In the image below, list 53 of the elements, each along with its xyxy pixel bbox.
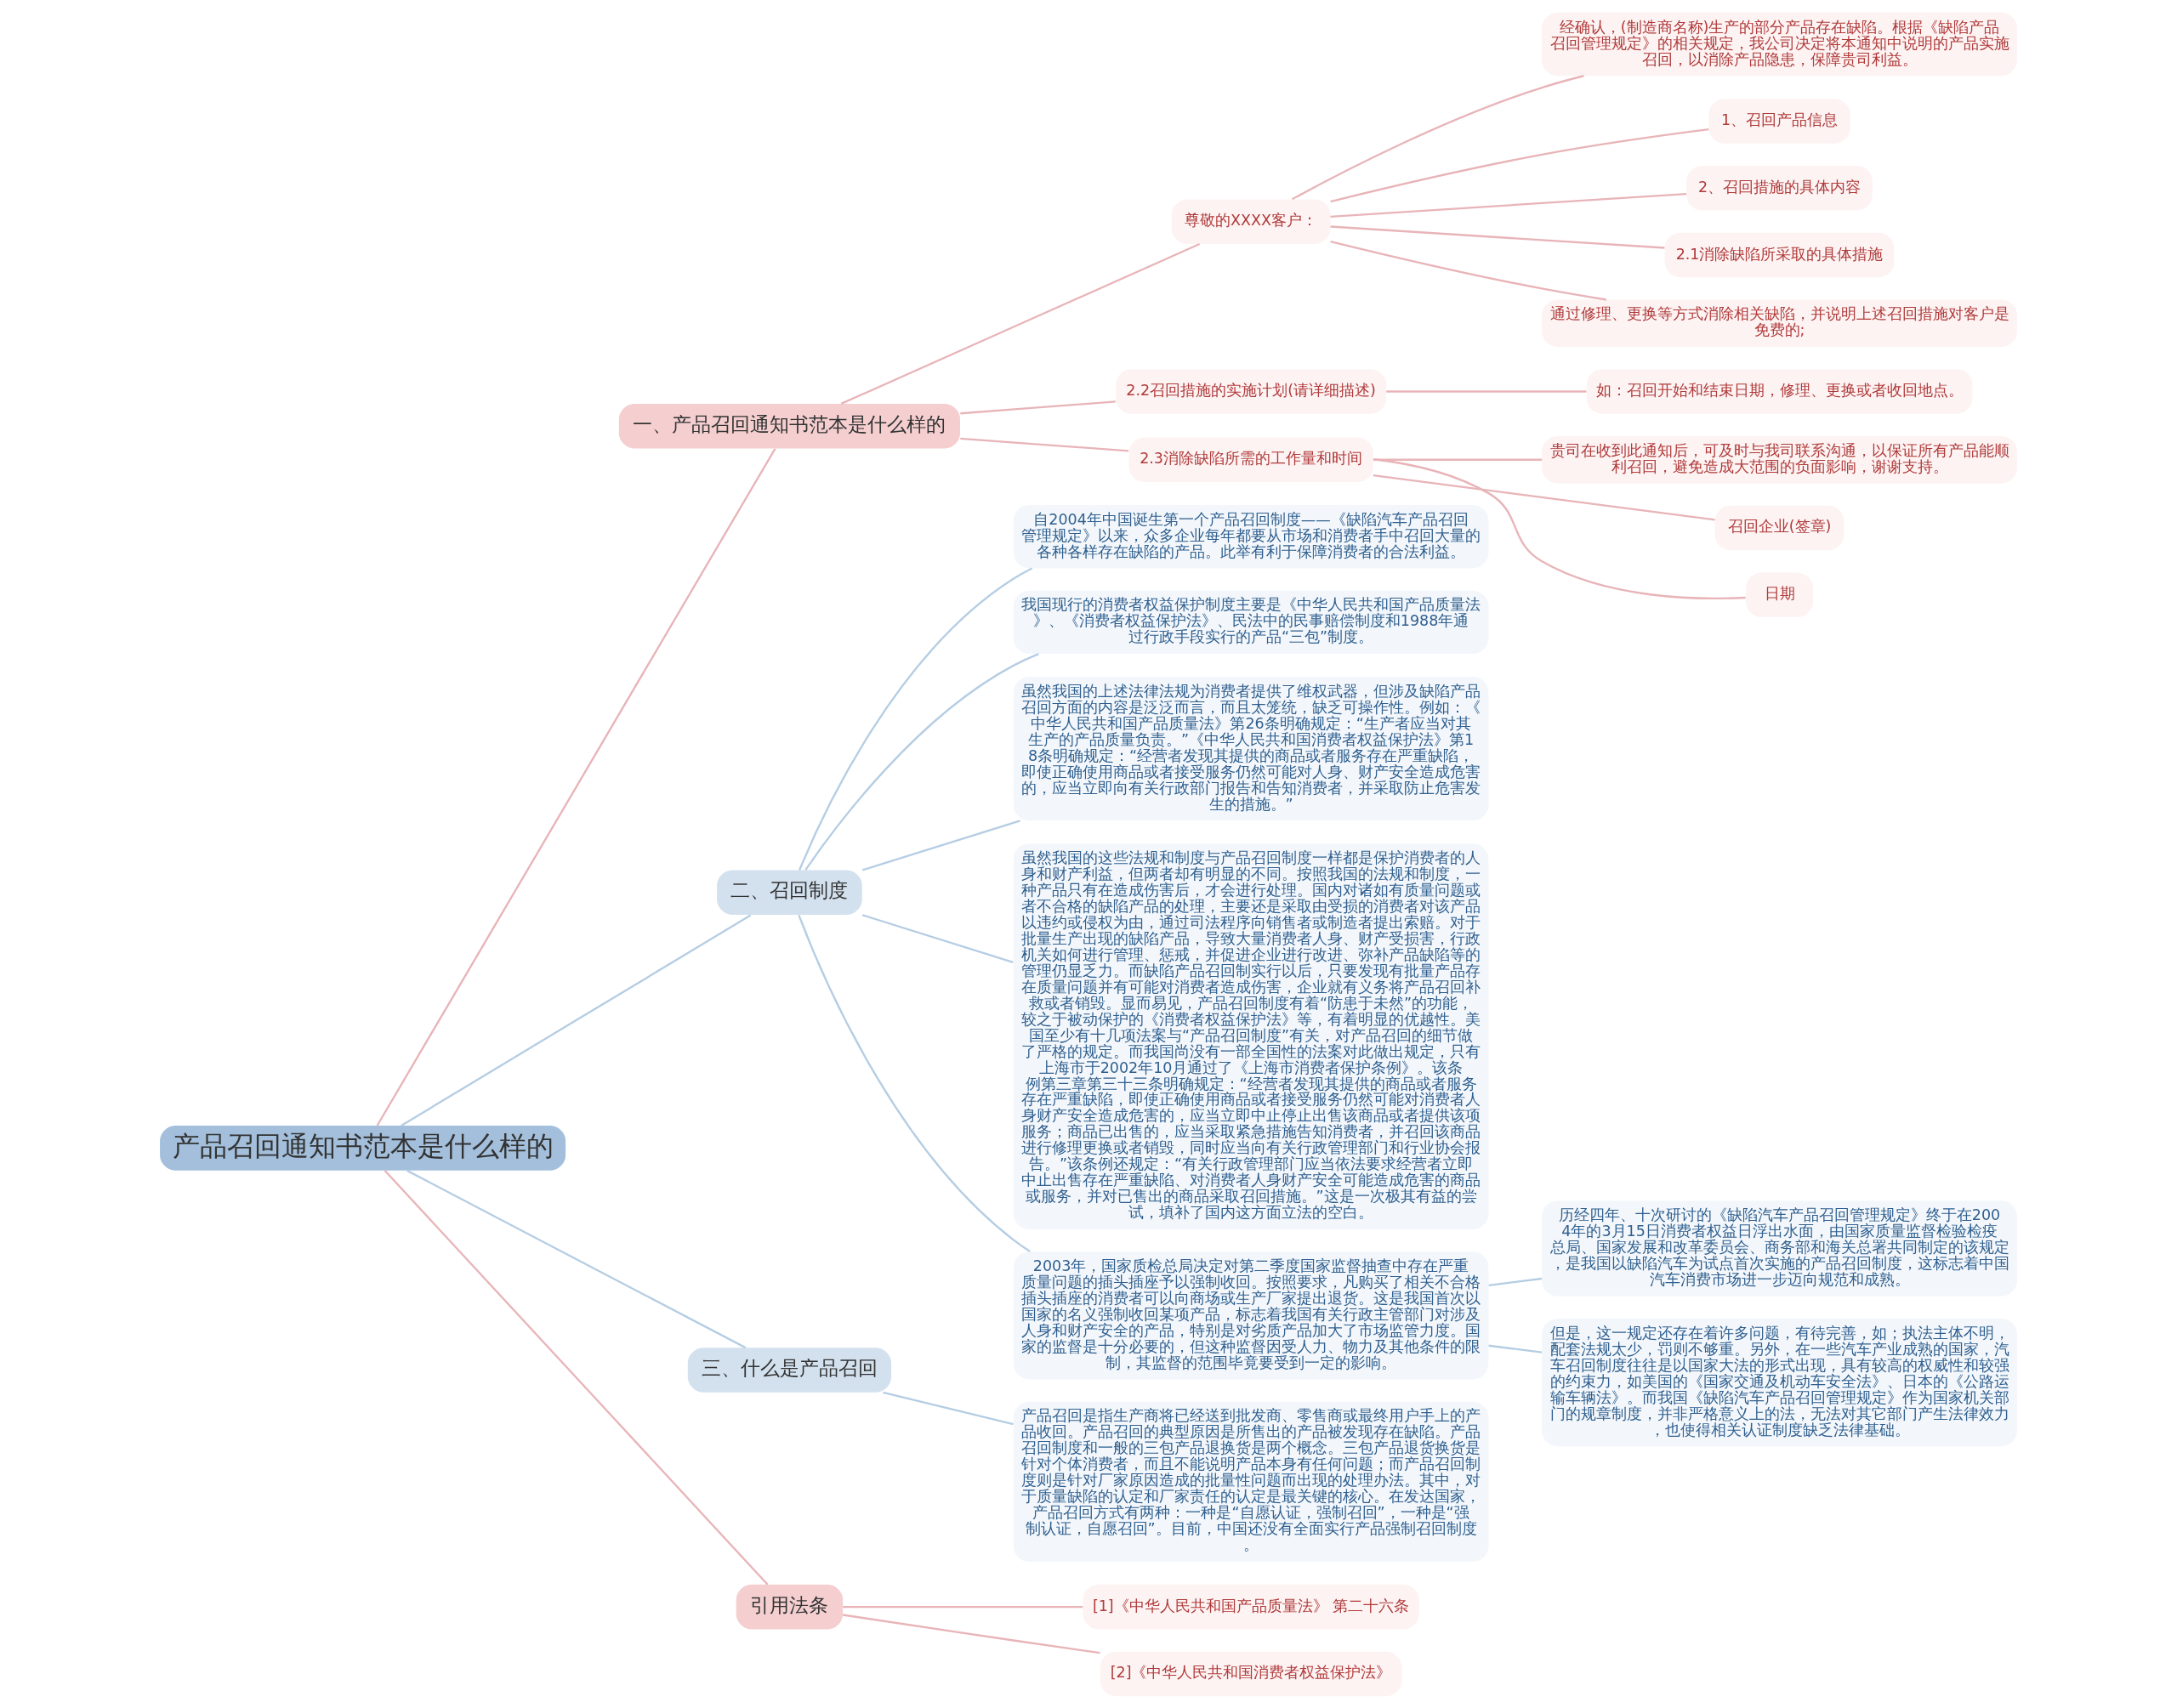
connector (1488, 1344, 1543, 1353)
node-box: 如：召回开始和结束日期，修理、更换或者收回地点。 (1586, 368, 1973, 414)
node-box: 历经四年、十次研讨的《缺陷汽车产品召回管理规定》终于在2004年的3月15日消费者权益日浮出水面，由国家质量监督检验检疫总局、国家发展和改革委员会、商务部和海关总署共同制定的该规定，是我国以缺陷汽车为试点首次实施的产品召回制度，这标志着中国汽车消费市场进一步迈向规范和成熟。 (1542, 1200, 2017, 1297)
node-box: 尊敬的XXXX客户： (1171, 198, 1331, 244)
node-box: [2]《中华人民共和国消费者权益保护法》 (1100, 1651, 1402, 1696)
connector (376, 447, 776, 1126)
node-box: 经确认，(制造商名称)生产的部分产品存在缺陷。根据《缺陷产品召回管理规定》的相关规定，我公司决定将本通知中说明的产品实施召回，以消除产品隐患，保障贵司利益。 (1542, 12, 2017, 76)
node-box: 贵司在收到此通知后，可及时与我司联系沟通，以保证所有产品能顺利召回，避免造成大范围的负面影响，谢谢支持。 (1542, 435, 2017, 483)
node-box: 引用法条 (736, 1584, 844, 1629)
connector (401, 914, 752, 1126)
node-box: 2.1消除缺陷所采取的具体措施 (1664, 232, 1895, 277)
connector (1373, 457, 1746, 599)
connector (384, 1169, 769, 1586)
node-box: 通过修理、更换等方式消除相关缺陷，并说明上述召回措施对客户是免费的; (1542, 299, 2017, 347)
connector (883, 1391, 1014, 1425)
connector (798, 914, 1031, 1252)
connector (843, 1613, 1100, 1654)
connector (1373, 474, 1715, 520)
connector (1488, 1277, 1543, 1286)
connector (1373, 458, 1543, 461)
node-box: 2003年，国家质检总局决定对第二季度国家监督抽查中存在严重质量问题的插头插座予以强制收回。按照要求，凡购买了相关不合格插头插座的消费者可以向商场或生产厂家提出退货。这是我国首次以国家的名义强制收回某项产品，标志着我国有关行政主管部门对涉及人身和财产安全的产品，特别是对劣质产品加大了市场监管力度。国家的监督是十分必要的，但这种监督因受人力、物力及其他条件的限制，其监督的范围毕竟要受到一定的影响。 (1013, 1251, 1489, 1379)
node-box: 召回企业(签章) (1714, 505, 1844, 550)
connector (1330, 128, 1709, 202)
connector (960, 400, 1116, 414)
node-box: 2、召回措施的具体内容 (1686, 165, 1873, 210)
connector (843, 1605, 1083, 1608)
connector (406, 1169, 747, 1348)
node-box: 2.2召回措施的实施计划(请详细描述) (1116, 368, 1387, 414)
connector (1330, 240, 1607, 301)
node-box: 产品召回是指生产商将已经送到批发商、零售商或最终用户手上的产品收回。产品召回的典型原因是所售出的产品被发现存在缺陷。产品召回制度和一般的三包产品退换货是两个概念。三包产品退货换货是针对个体消费者，而且不能说明产品本身有任何问题；而产品召回制度则是针对厂家原因造成的批量性问题而出现的处理办法。其中，对于质量缺陷的认定和厂家责任的认定是最关键的核心。在发达国家，产品召回方式有两种：一种是“自愿认证，强制召回”，一种是“强制认证，自愿召回”。目前，中国还没有全面实行产品强制召回制度。 (1013, 1401, 1489, 1562)
connector (861, 913, 1014, 963)
node-box: 虽然我国的上述法律法规为消费者提供了维权武器，但涉及缺陷产品召回方面的内容是泛泛而言，而且太笼统，缺乏可操作性。例如：《中华人民共和国产品质量法》第26条明确规定：“生产者应当对其生产的产品质量负责。”《中华人民共和国消费者权益保护法》第18条明确规定：“经营者发现其提供的商品或者服务存在严重缺陷，即使正确使用商品或者接受服务仍然可能对人身、财产安全造成危害的，应当立即向有关行政部门报告和告知消费者，并采取防止危害发生的措施。” (1013, 676, 1489, 820)
connector (1386, 389, 1587, 393)
node-box: 但是，这一规定还存在着许多问题，有待完善，如；执法主体不明，配套法规太少，罚则不够重。另外，在一些汽车产业成熟的国家，汽车召回制度往往是以国家大法的形式出现，具有较高的权威性和较强的约束力，如美国的《国家交通及机动车安全法》、日本的《公路运输车辆法》。而我国《缺陷汽车产品召回管理规定》作为国家机关部门的规章制度，并非严格意义上的法，无法对其它部门产生法律效力，也使得相关认证制度缺乏法律基础。 (1542, 1318, 2017, 1446)
connector (1330, 192, 1687, 218)
node-box: [1]《中华人民共和国产品质量法》 第二十六条 (1083, 1584, 1419, 1629)
node-box: 2.3消除缺陷所需的工作量和时间 (1128, 437, 1373, 482)
connector (1292, 74, 1584, 200)
connector (1330, 224, 1665, 249)
node-box: 日期 (1746, 572, 1813, 617)
node-box: 我国现行的消费者权益保护制度主要是《中华人民共和国产品质量法》、《消费者权益保护法》、民法中的民事赔偿制度和1988年通过行政手段实行的产品“三包”制度。 (1013, 590, 1489, 654)
connector (804, 652, 1039, 871)
node-box: 自2004年中国诞生第一个产品召回制度——《缺陷汽车产品召回管理规定》以来，众多企业每年都要从市场和消费者手中召回大量的各种各样存在缺陷的产品。此举有利于保障消费者的合法利益。 (1013, 504, 1489, 568)
node-box: 一、产品召回通知书范本是什么样的 (618, 403, 960, 449)
node-box: 三、什么是产品召回 (687, 1347, 892, 1393)
node-box: 虽然我国的这些法规和制度与产品召回制度一样都是保护消费者的人身和财产利益，但两者却有明显的不同。按照我国的法规和制度，一种产品只有在造成伤害后，才会进行处理。国内对诸如有质量问题或者不合格的缺陷产品的处理，主要还是采取由受损的消费者对该产品以违约或侵权为由，通过司法程序向销售者或制造者提出索赔。对于批量生产出现的缺陷产品，导致大量消费者人身、财产受损害，行政机关如何进行管理、惩戒，并促进企业进行改进、弥补产品缺陷等的管理仍显乏力。而缺陷产品召回制实行以后，只要发现有批量产品存在质量问题并有可能对消费者造成伤害，企业就有义务将产品召回补救或者销毁。显而易见，产品召回制度有着“防患于未然”的功能，较之于被动保护的《消费者权益保护法》等，有着明显的优越性。美国至少有十几项法案与“产品召回制度”有关，对产品召回的细节做了严格的规定。而我国尚没有一部全国性的法案对此做出规定，只有上海市于2002年10月通过了《上海市消费者保护条例》。该条例第三章第三十三条明确规定：“经营者发现其提供的商品或者服务存在严重缺陷，即使正确使用商品或者接受服务仍然可能对消费者人身财产安全造成危害的，应当立即中止停止出售该商品或者提供该项服务；商品已出售的，应当采取紧急措施告知消费者，并召回该商品进行修理更换或者销毁，同时应当向有关行政管理部门和行业协会报告。”该条例还规定：“有关行政管理部门应当依法要求经营者立即中止出售存在严重缺陷、对消费者人身财产安全可能造成危害的商品或服务，并对已售出的商品采取召回措施。”这是一次极其有益的尝试，填补了国内这方面立法的空白。 (1013, 843, 1489, 1229)
node-box: 产品召回通知书范本是什么样的 (160, 1125, 566, 1171)
node-box: 1、召回产品信息 (1708, 98, 1850, 144)
connector (861, 819, 1020, 871)
node-box: 二、召回制度 (717, 870, 862, 915)
connector (960, 437, 1129, 451)
connector (799, 566, 1033, 871)
connector (840, 242, 1201, 405)
